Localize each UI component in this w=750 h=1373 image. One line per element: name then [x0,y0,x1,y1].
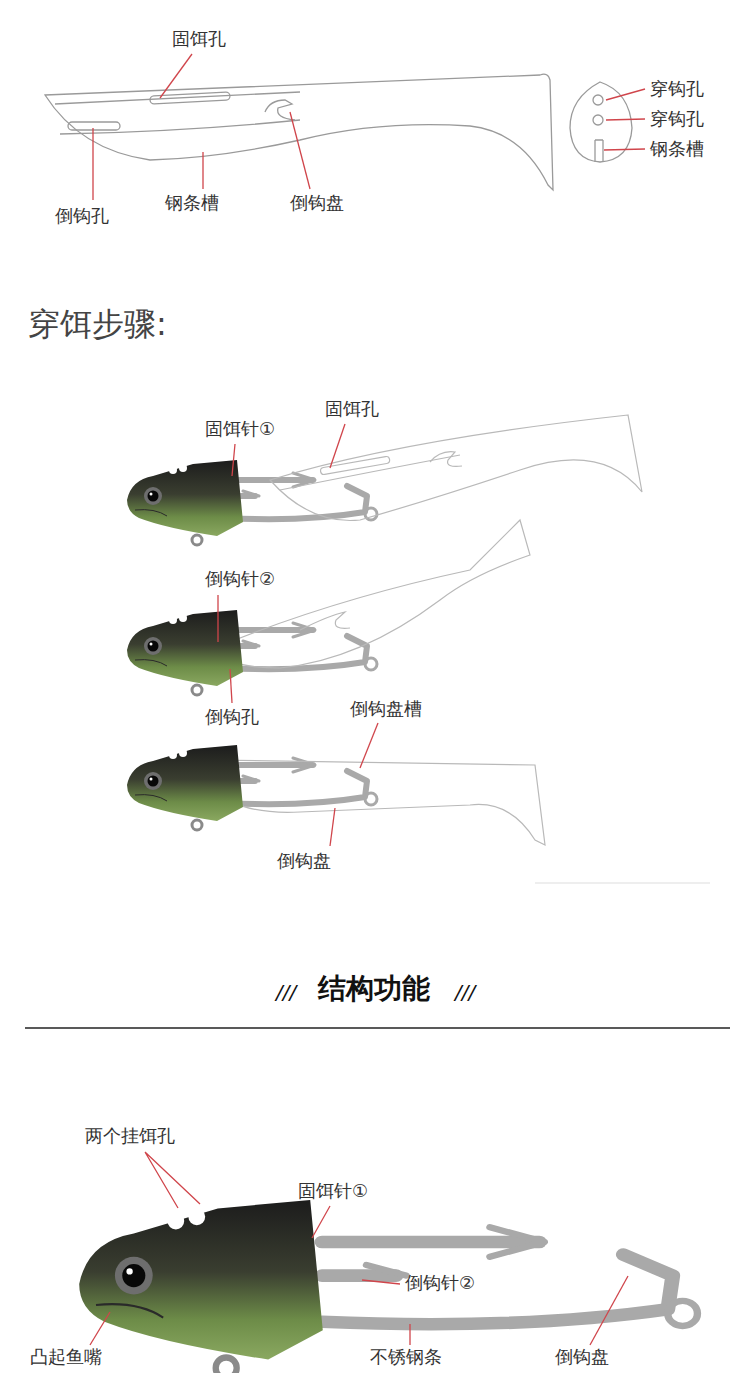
part-label: 穿钩孔 [650,108,704,130]
soft-lure-outline [45,74,553,190]
part-label: 倒钩盘 [555,1346,609,1368]
part-label: 两个挂饵孔 [85,1125,175,1147]
section-heading: 穿饵步骤: [28,305,167,343]
part-label: 倒钩孔 [55,205,109,227]
part-label: 倒钩针② [405,1272,475,1294]
part-label: 固饵针① [298,1180,368,1202]
decor-slashes: /// [276,980,296,1004]
part-label: 倒钩孔 [205,706,259,728]
part-label: 倒钩盘 [290,192,344,214]
part-label: 凸起鱼嘴 [30,1346,102,1368]
part-label: 钢条槽 [650,138,704,160]
leader-lines [90,54,645,1345]
section-heading: 结构功能 [318,972,430,1006]
part-label: 钢条槽 [165,192,219,214]
part-label: 穿钩孔 [650,78,704,100]
part-label: 固饵针① [205,418,275,440]
part-label: 固饵孔 [325,398,379,420]
part-label: 倒钩盘槽 [350,698,422,720]
part-label: 固饵孔 [172,28,226,50]
decor-slashes: /// [455,980,475,1004]
part-label: 不锈钢条 [370,1346,442,1368]
part-label: 倒钩针② [205,568,275,590]
part-label: 倒钩盘 [277,850,331,872]
